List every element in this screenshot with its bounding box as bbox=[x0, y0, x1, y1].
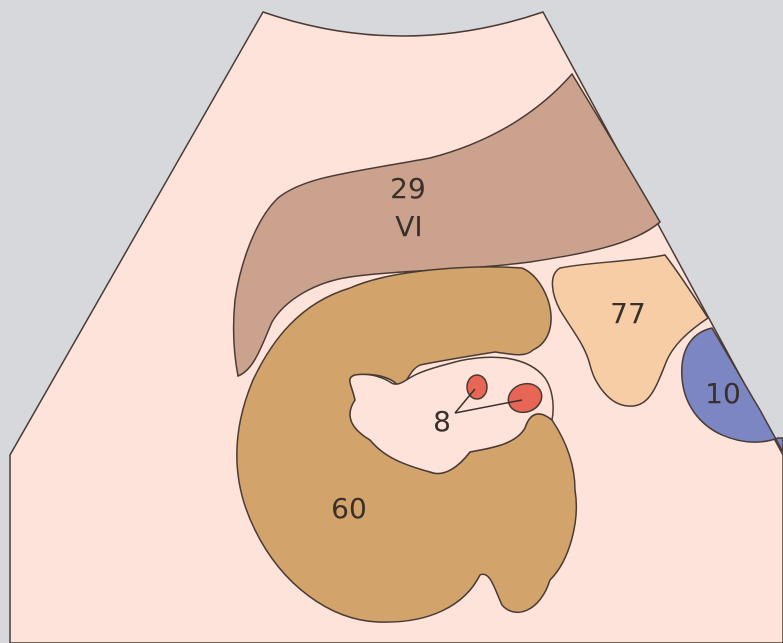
label-10: 10 bbox=[705, 377, 741, 410]
label-8: 8 bbox=[433, 405, 451, 438]
label-60: 60 bbox=[331, 492, 367, 525]
label-29: 29 bbox=[390, 172, 426, 205]
label-77: 77 bbox=[610, 297, 646, 330]
label-vi: VI bbox=[395, 210, 422, 243]
